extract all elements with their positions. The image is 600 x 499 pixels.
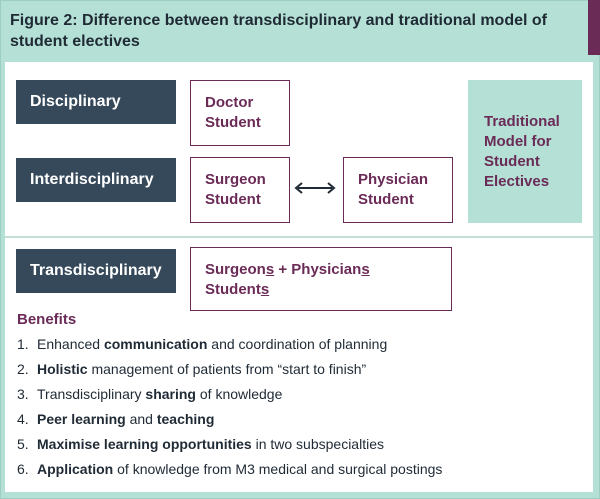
traditional-model-box: Traditional Model for Student Electives (468, 80, 582, 223)
physician-student-line1: Physician (358, 171, 429, 188)
benefit-item: 5. Maximise learning opportunities in two… (17, 435, 442, 460)
benefit-item: 3. Transdisciplinary sharing of knowledge (17, 385, 442, 410)
trans-plural-s3: s (260, 281, 270, 298)
surgeon-student-box: Surgeon Student (190, 157, 290, 223)
figure-title: Figure 2: Difference between transdiscip… (10, 12, 547, 50)
benefit-item: 2. Holistic management of patients from “… (17, 360, 442, 385)
traditional-line4: Electives (484, 173, 550, 190)
benefits-list: 1. Enhanced communication and coordinatio… (17, 335, 442, 485)
benefit-number: 4. (17, 411, 29, 427)
benefit-text: in two subspecialties (251, 436, 384, 452)
benefit-text: of knowledge from M3 medical and surgica… (113, 461, 443, 477)
trans-plural-s2: s (361, 261, 370, 278)
surgeon-student-line2: Student (205, 191, 261, 208)
trans-plural-s1: s (265, 261, 275, 278)
disciplinary-label: Disciplinary (16, 80, 176, 124)
double-arrow-icon (294, 182, 336, 194)
section-divider (5, 236, 593, 238)
benefit-text: and (125, 411, 157, 427)
benefit-number: 5. (17, 436, 29, 452)
surgeon-student-line1: Surgeon (205, 171, 266, 188)
benefit-text: management of patients from “start to fi… (87, 361, 367, 377)
traditional-line3: Student (484, 153, 540, 170)
benefit-item: 6. Application of knowledge from M3 medic… (17, 460, 442, 485)
trans-box-line2: Students (205, 280, 437, 300)
benefit-emphasis: Peer learning (37, 411, 126, 427)
doctor-student-box: Doctor Student (190, 80, 290, 146)
benefit-emphasis: sharing (145, 386, 196, 402)
benefit-item: 4. Peer learning and teaching (17, 410, 442, 435)
benefit-number: 1. (17, 336, 29, 352)
physician-student-box: Physician Student (343, 157, 453, 223)
trans-student-text: Student (205, 281, 261, 298)
traditional-line2: Model for (484, 133, 552, 150)
benefit-number: 3. (17, 386, 29, 402)
benefit-emphasis: communication (103, 336, 208, 352)
physician-student-line2: Student (358, 191, 414, 208)
benefit-number: 6. (17, 461, 29, 477)
accent-bar (588, 0, 600, 55)
trans-surgeon-text: Surgeon (205, 261, 266, 278)
doctor-student-line1: Doctor (205, 94, 254, 111)
benefit-text: Enhanced (37, 336, 104, 352)
benefit-emphasis: Application (37, 461, 114, 477)
benefit-text: and coordination of planning (207, 336, 388, 352)
benefit-emphasis: Maximise learning opportunities (37, 436, 252, 452)
benefit-emphasis: teaching (156, 411, 215, 427)
benefit-text: of knowledge (195, 386, 283, 402)
doctor-student-line2: Student (205, 114, 261, 131)
benefit-emphasis: Holistic (37, 361, 88, 377)
benefit-number: 2. (17, 361, 29, 377)
traditional-line1: Traditional (484, 113, 560, 130)
interdisciplinary-label: Interdisciplinary (16, 158, 176, 202)
trans-physician-text: + Physician (274, 261, 362, 278)
benefit-item: 1. Enhanced communication and coordinatio… (17, 335, 442, 360)
transdisciplinary-label: Transdisciplinary (16, 249, 176, 293)
benefit-text: Transdisciplinary (37, 386, 146, 402)
trans-box-line1: Surgeons + Physicians (205, 260, 437, 280)
surgeons-physicians-students-box: Surgeons + Physicians Students (190, 247, 452, 311)
benefits-heading: Benefits (17, 311, 77, 328)
